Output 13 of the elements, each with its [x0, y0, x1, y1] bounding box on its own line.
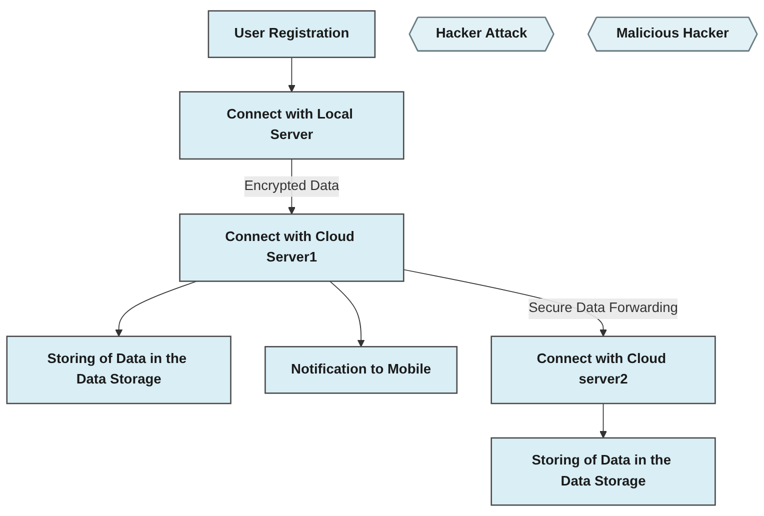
node-box: Connect with Cloud server2 [490, 336, 716, 404]
edge-label: Secure Data Forwarding [528, 301, 678, 316]
node-box: Storing of Data in the Data Storage [6, 336, 232, 404]
arrow [288, 56, 296, 92]
arrow [599, 403, 608, 438]
arrow [329, 280, 365, 348]
arrow [115, 280, 198, 337]
node-box: Connect with Local Server [179, 91, 404, 160]
edge-label: Encrypted Data [244, 178, 340, 194]
node-box: User Registration [208, 10, 376, 58]
node-box: Notification to Mobile [264, 346, 458, 394]
node-box: Connect with Cloud Server1 [179, 213, 404, 282]
node-box: Storing of Data in the Data Storage [490, 437, 716, 506]
